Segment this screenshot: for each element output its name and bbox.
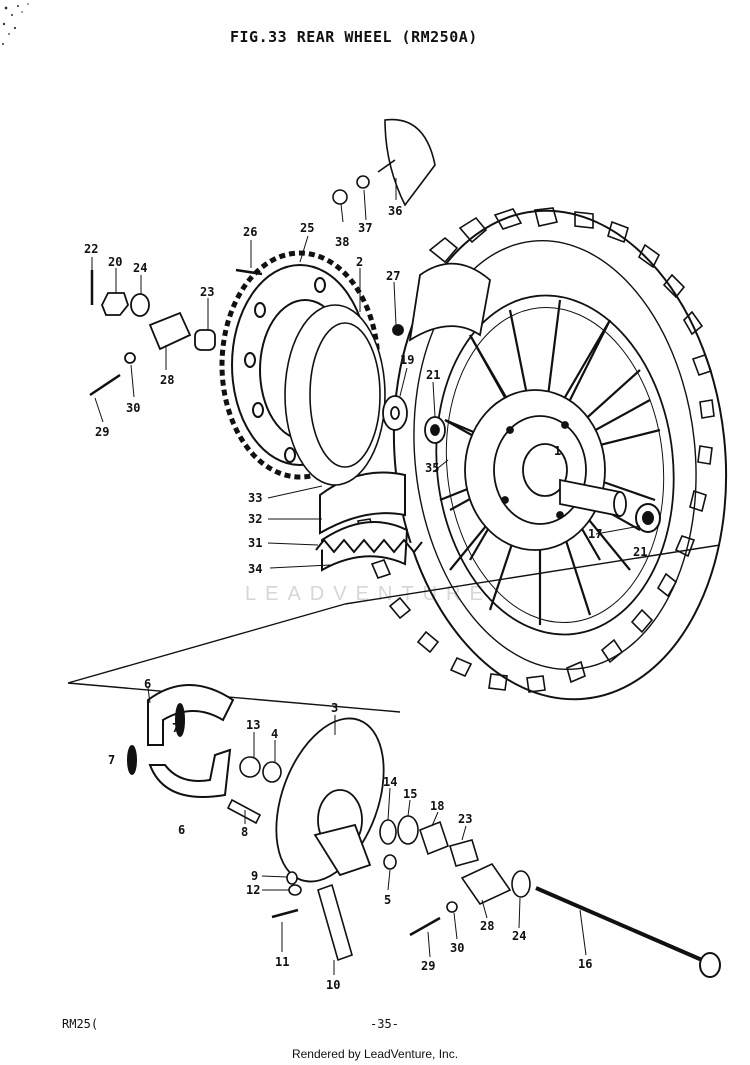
tire-tube-upper <box>408 262 491 342</box>
callout-32: 32 <box>248 512 262 526</box>
callout-21-upper: 21 <box>426 368 440 382</box>
assembly-divider-line <box>67 544 721 713</box>
callout-7-upper: 7 <box>172 721 179 735</box>
callout-30-lower: 30 <box>450 941 464 955</box>
callout-4: 4 <box>271 727 278 741</box>
callout-36: 36 <box>388 204 402 218</box>
rendered-by-credit: Rendered by LeadVenture, Inc. <box>291 1047 459 1061</box>
callout-34: 34 <box>248 562 262 576</box>
callout-15: 15 <box>403 787 417 801</box>
callout-23-lower: 23 <box>458 812 472 826</box>
rim-band-tube-assembly <box>315 471 423 572</box>
footer-model: RM25( <box>62 1017 99 1031</box>
scan-speckle <box>2 3 29 45</box>
callout-31: 31 <box>248 536 262 550</box>
callout-38: 38 <box>335 235 349 249</box>
brake-panel-3 <box>275 717 385 883</box>
wheel-hub <box>464 389 627 551</box>
callout-3: 3 <box>331 701 338 715</box>
callout-8: 8 <box>241 825 248 839</box>
watermark: LEADVENTURE <box>245 583 492 605</box>
bearing-21-left <box>424 416 446 444</box>
callout-33: 33 <box>248 491 262 505</box>
footer-page-number: -35- <box>370 1017 399 1031</box>
callout-6-upper: 6 <box>144 677 151 691</box>
callout-27: 27 <box>386 269 400 283</box>
callout-28-upper: 28 <box>160 373 174 387</box>
callout-24-upper: 24 <box>133 261 147 275</box>
callout-21-right: 21 <box>633 545 647 559</box>
callout-10: 10 <box>326 978 340 992</box>
callout-30-upper: 30 <box>126 401 140 415</box>
callout-19: 19 <box>400 353 414 367</box>
callout-24-lower: 24 <box>512 929 526 943</box>
callout-14: 14 <box>383 775 397 789</box>
callout-25: 25 <box>300 221 314 235</box>
callout-29-upper: 29 <box>95 425 109 439</box>
callout-16: 16 <box>578 957 592 971</box>
brake-shoes-6 <box>127 684 235 798</box>
bearing-21-right <box>635 503 661 533</box>
callout-9: 9 <box>251 869 258 883</box>
spacer-washer-19 <box>382 395 408 431</box>
callout-5: 5 <box>384 893 391 907</box>
callout-18: 18 <box>430 799 444 813</box>
callout-leader-lines <box>91 178 641 975</box>
callout-12: 12 <box>246 883 260 897</box>
callout-7-lower: 7 <box>108 753 115 767</box>
callout-13: 13 <box>246 718 260 732</box>
rear-tire <box>356 207 728 701</box>
callout-35: 35 <box>425 461 439 475</box>
sprocket-drum-2 <box>284 304 386 486</box>
callout-17: 17 <box>588 527 602 541</box>
callout-22: 22 <box>84 242 98 256</box>
rim <box>435 294 675 636</box>
callout-1: 1 <box>554 444 561 458</box>
callout-26: 26 <box>243 225 257 239</box>
callout-29-lower: 29 <box>421 959 435 973</box>
callout-6-lower: 6 <box>178 823 185 837</box>
figure-title: FIG.33 REAR WHEEL (RM250A) <box>230 28 478 46</box>
callout-28-lower: 28 <box>480 919 494 933</box>
callout-23-upper: 23 <box>200 285 214 299</box>
callout-37: 37 <box>358 221 372 235</box>
rear-axle-16 <box>535 886 721 978</box>
callout-2: 2 <box>356 255 363 269</box>
brake-small-parts <box>226 756 531 962</box>
callout-20: 20 <box>108 255 122 269</box>
rim-lock-36 <box>332 118 436 207</box>
callout-labels: 22 20 24 23 26 25 2 27 38 37 36 28 30 29… <box>84 204 647 992</box>
callout-11: 11 <box>275 955 289 969</box>
chain-adjuster-parts-left <box>89 268 404 397</box>
